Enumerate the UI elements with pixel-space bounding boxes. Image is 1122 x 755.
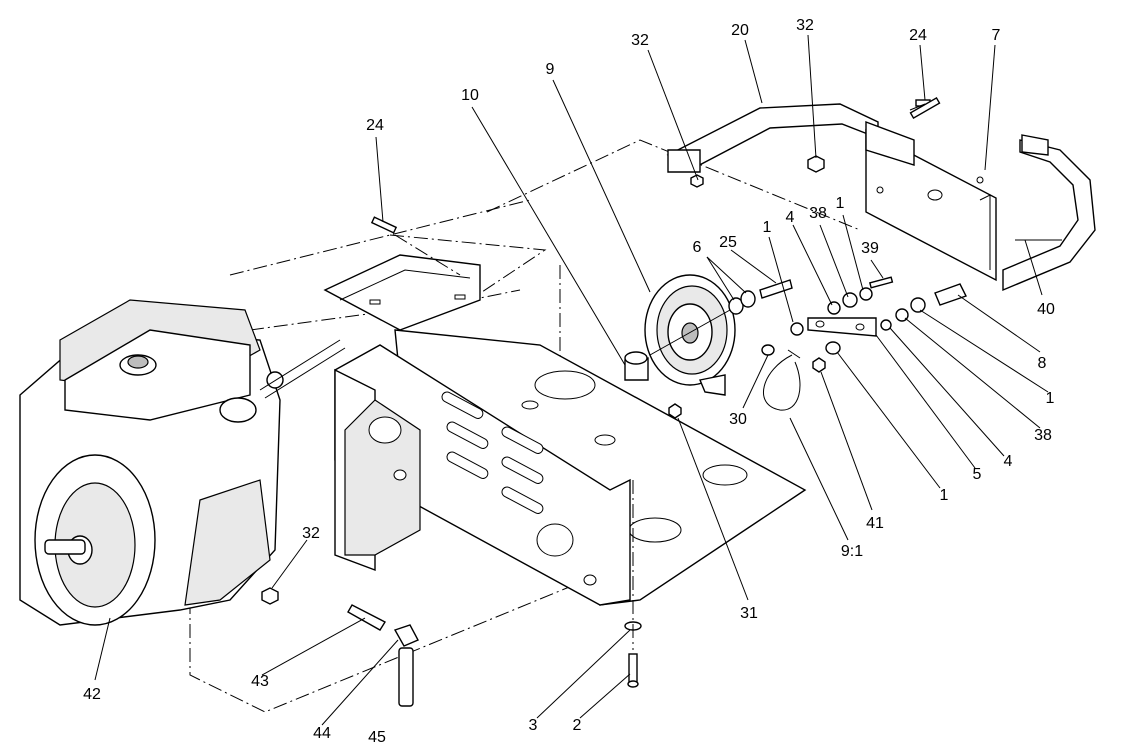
callout-1c: 1 (1046, 390, 1055, 407)
callout-41: 41 (866, 515, 884, 532)
callout-labels: 32 20 32 24 7 9 10 24 1 6 25 1 4 38 39 4… (83, 17, 1055, 746)
callout-20: 20 (731, 22, 749, 39)
side-frame-rail (334, 344, 631, 606)
link-plate (807, 317, 877, 337)
leader-lines (94, 34, 1049, 726)
mounting-bracket (865, 99, 997, 282)
callout-1a: 1 (836, 195, 845, 212)
clutch-bolt-and-washers (649, 279, 793, 356)
callout-4b: 4 (1004, 453, 1013, 470)
callout-40: 40 (1037, 301, 1055, 318)
callout-7: 7 (992, 27, 1001, 44)
nut-32b (807, 155, 825, 173)
callout-32c: 32 (302, 525, 320, 542)
oil-drain-fitting (393, 624, 419, 707)
frame-base-plate (394, 329, 807, 606)
electric-clutch (644, 274, 736, 396)
rear-bracket (323, 254, 481, 331)
callout-42: 42 (83, 686, 101, 703)
top-bolt-24b (370, 216, 461, 276)
callout-10: 10 (461, 87, 479, 104)
callout-38a: 38 (809, 205, 827, 222)
callout-5: 5 (973, 466, 982, 483)
engine-mount-stud (261, 587, 386, 631)
spacer (624, 351, 649, 381)
callout-32a: 32 (631, 32, 649, 49)
callout-32b: 32 (796, 17, 814, 34)
washers-and-bearings (668, 276, 967, 419)
callout-1b: 1 (763, 219, 772, 236)
callout-9: 9 (546, 61, 555, 78)
callout-24a: 24 (909, 27, 927, 44)
belt-guard (666, 103, 879, 188)
bolt-24a (909, 96, 941, 120)
callout-38b: 38 (1034, 427, 1052, 444)
callout-25: 25 (719, 234, 737, 251)
callout-6: 6 (693, 239, 702, 256)
callout-30: 30 (729, 411, 747, 428)
callout-2: 2 (573, 717, 582, 734)
callout-8: 8 (1038, 355, 1047, 372)
engine (19, 299, 346, 626)
callout-39: 39 (861, 240, 879, 257)
callout-4a: 4 (786, 209, 795, 226)
mounting-bolt-and-washer (624, 480, 642, 688)
rear-guard (1002, 134, 1096, 292)
callout-1d: 1 (940, 487, 949, 504)
callout-44: 44 (313, 725, 331, 742)
callout-9-1: 9:1 (841, 543, 863, 560)
callout-45: 45 (368, 729, 386, 746)
callout-3: 3 (529, 717, 538, 734)
clutch-harness-strap (762, 349, 801, 411)
callout-31: 31 (740, 605, 758, 622)
callout-43: 43 (251, 673, 269, 690)
callout-24b: 24 (366, 117, 384, 134)
